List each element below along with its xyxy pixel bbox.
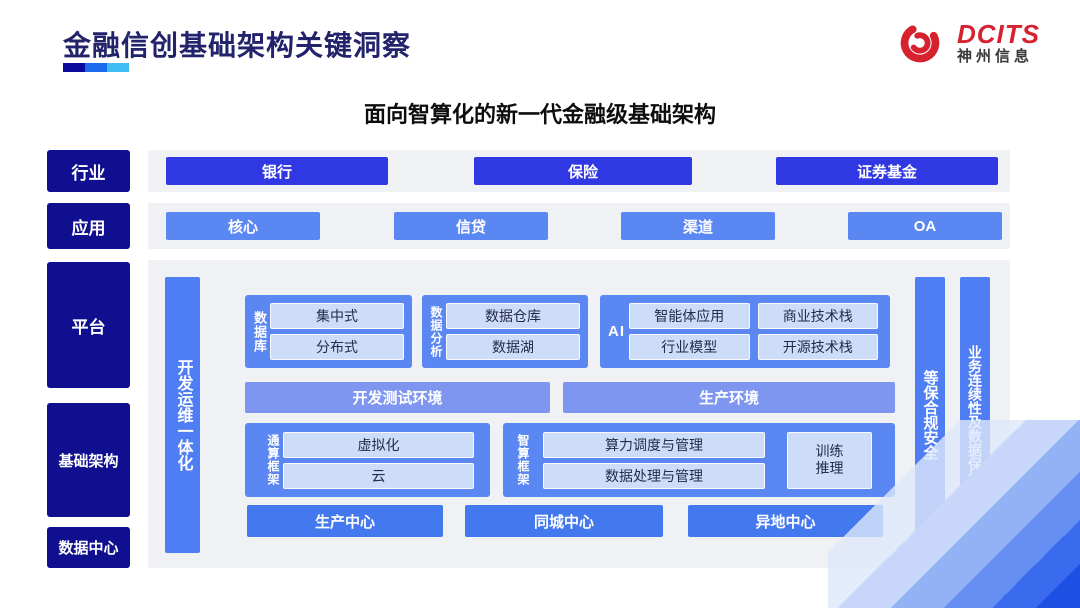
industry-item-securities: 证券基金 [776,157,998,185]
corner-decoration [828,420,1080,608]
diagram-title: 面向智算化的新一代金融级基础架构 [363,102,716,127]
logo-text-block: DCITS 神州信息 [957,20,1040,65]
application-item-oa: OA [848,212,1002,240]
analytics-group-label: 数据分析 [429,305,443,358]
industry-item-insurance: 保险 [474,157,692,185]
chip-agent-apps: 智能体应用 [629,303,750,329]
accent-bar-light [107,63,129,72]
database-group: 数据库 集中式 分布式 [245,295,412,368]
devops-bar-label: 开发运维一体化 [174,359,192,471]
intelligent-compute-items: 算力调度与管理 数据处理与管理 [543,431,765,489]
ai-group-label: AI [608,323,625,340]
logo-brand-text: DCITS [957,19,1040,50]
chip-industry-models: 行业模型 [629,334,750,360]
analytics-items: 数据仓库 数据湖 [446,303,580,360]
chip-centralized: 集中式 [270,303,404,329]
production-center: 生产中心 [247,505,443,537]
chip-distributed: 分布式 [270,334,404,360]
application-item-core: 核心 [166,212,320,240]
chip-virtualization: 虚拟化 [283,431,474,458]
general-compute-label: 通算框架 [266,434,280,486]
analytics-group: 数据分析 数据仓库 数据湖 [422,295,588,368]
application-item-channel: 渠道 [621,212,775,240]
chip-data-processing: 数据处理与管理 [543,462,765,489]
intelligent-compute-label: 智算框架 [516,434,530,486]
row-label-datacenter: 数据中心 [47,527,130,568]
devops-bar: 开发运维一体化 [165,277,200,553]
general-compute-items: 虚拟化 云 [283,431,474,489]
accent-bar-mid [85,63,107,72]
row-label-platform: 平台 [47,262,130,388]
page-title: 金融信创基础架构关键洞察 [63,30,412,61]
ai-items: 智能体应用 商业技术栈 行业模型 开源技术栈 [629,303,878,360]
industry-strip: 银行 保险 证券基金 [148,150,1010,192]
chip-commercial-stack: 商业技术栈 [757,303,878,329]
application-strip: 核心 信贷 渠道 OA [148,203,1010,249]
database-items: 集中式 分布式 [270,303,404,360]
application-item-credit: 信贷 [394,212,548,240]
row-label-industry: 行业 [47,150,130,192]
industry-item-bank: 银行 [166,157,388,185]
row-label-application: 应用 [47,203,130,249]
dcits-swirl-icon [900,25,940,63]
chip-opensource-stack: 开源技术栈 [757,334,878,360]
chip-data-lake: 数据湖 [446,334,580,360]
logo-company-text: 神州信息 [957,48,1034,66]
chip-cloud: 云 [283,462,474,489]
accent-bar-dark [63,63,85,72]
company-logo: DCITS 神州信息 [891,18,1040,68]
general-compute-group: 通算框架 虚拟化 云 [245,423,490,497]
title-accent-bars [63,63,129,72]
chip-compute-scheduling: 算力调度与管理 [543,431,765,458]
devtest-environment-bar: 开发测试环境 [245,382,550,413]
chip-data-warehouse: 数据仓库 [446,303,580,329]
samecity-center: 同城中心 [465,505,663,537]
row-label-infrastructure: 基础架构 [47,403,130,517]
ai-group: AI 智能体应用 商业技术栈 行业模型 开源技术栈 [600,295,890,368]
database-group-label: 数据库 [252,310,267,353]
production-environment-bar: 生产环境 [563,382,895,413]
